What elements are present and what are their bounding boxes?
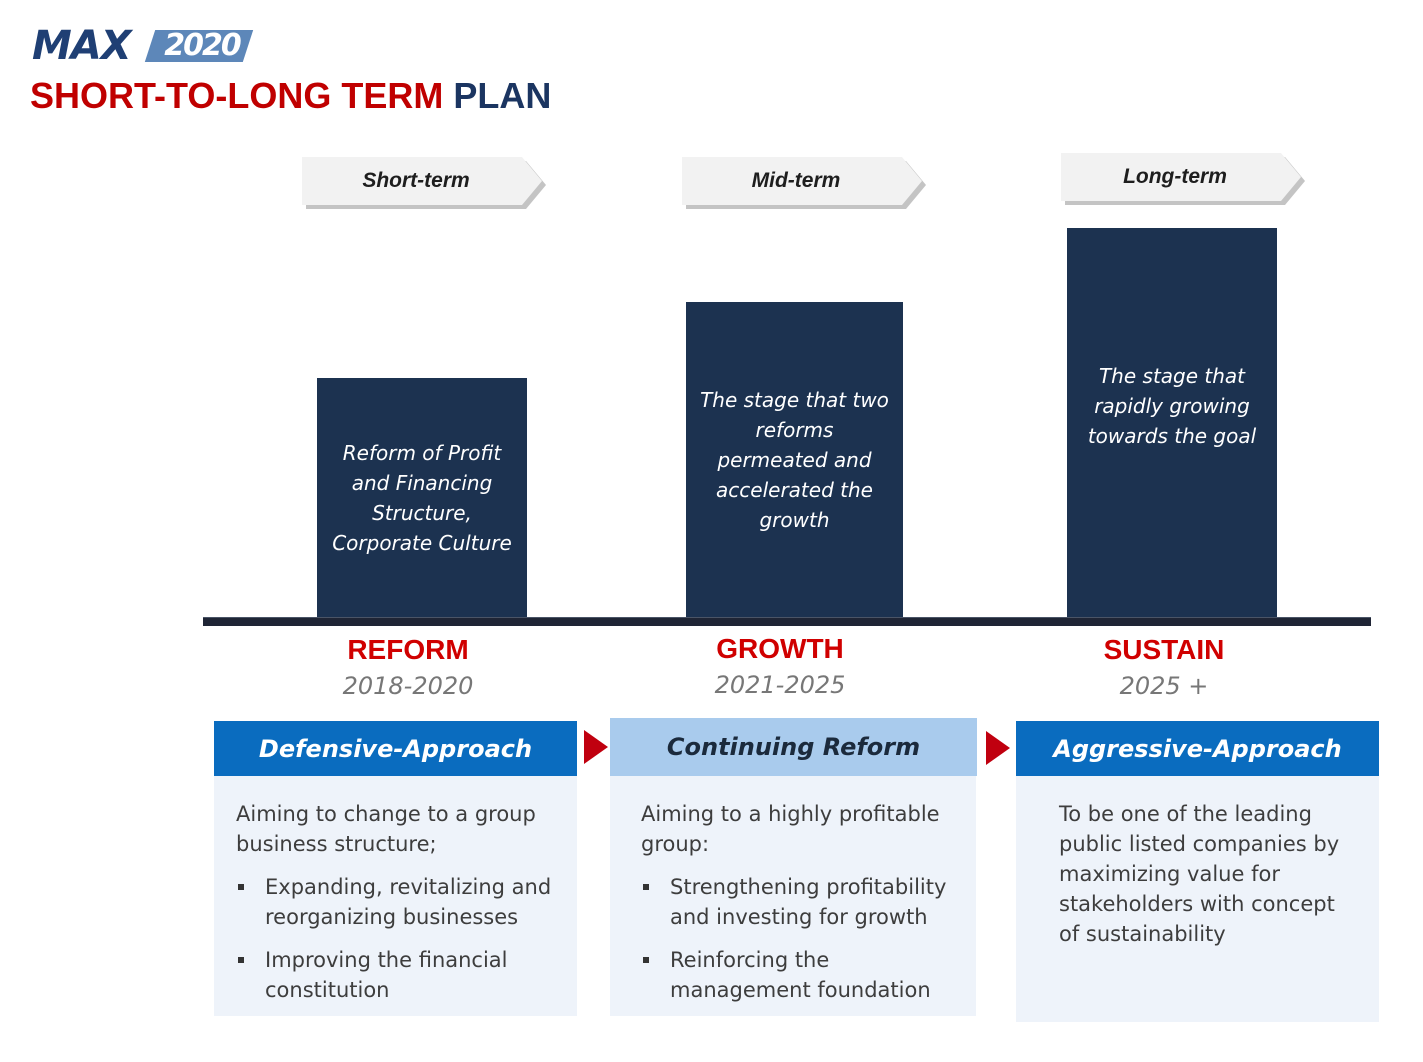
approach-label: Defensive-Approach [258,734,533,763]
bullet-text: Expanding, revitalizing and reorganizing… [265,875,552,929]
list-item: Improving the financial constitution [236,945,559,1005]
approach-label: Aggressive-Approach [1053,734,1342,763]
arrow-tag-icon [682,157,926,209]
approach-label: Continuing Reform [666,733,921,761]
list-item: Strengthening profitability and investin… [641,872,958,932]
term-label-long: Long-term [1123,165,1227,188]
term-label-short: Short-term [362,169,470,192]
bullet-text: Improving the financial constitution [265,948,508,1002]
stage-name: GROWTH [716,633,844,664]
stage-years: 2025 + [1119,672,1209,700]
timeline-baseline [203,617,1371,626]
square-bullet-icon [643,884,649,890]
description-panel-sustain: To be one of the leading public listed c… [1016,776,1379,1022]
arrow-tag-icon [302,157,546,209]
logo-year-text: 2020 [164,28,242,63]
square-bullet-icon [238,884,244,890]
panel-description: Aiming to a highly profitable group: [641,802,940,856]
stage-bar-text: The stage that two reforms permeated and… [700,388,889,532]
panel-description: To be one of the leading public listed c… [1059,802,1340,946]
page-title: SHORT-TO-LONG TERM PLAN [30,74,551,118]
bullet-list: Expanding, revitalizing and reorganizing… [236,872,559,1005]
triangle-pointer-icon [584,730,608,764]
approach-header-aggressive: Aggressive-Approach [1016,721,1379,776]
approach-header-continuing: Continuing Reform [610,718,977,776]
stage-bar-reform: Reform of Profit and Financing Structure… [317,378,527,618]
term-tag-long: Long-term [1061,153,1305,205]
list-item: Expanding, revitalizing and reorganizing… [236,872,559,932]
list-item: Reinforcing the management foundation [641,945,958,1005]
square-bullet-icon [643,957,649,963]
stage-bar-sustain: The stage that rapidly growing towards t… [1067,228,1277,618]
stage-bar-text: Reform of Profit and Financing Structure… [332,441,512,555]
page-title-primary: SHORT-TO-LONG TERM [30,75,444,116]
stage-bar-growth: The stage that two reforms permeated and… [686,302,903,618]
stage-sustain: SUSTAIN 2025 + [999,634,1329,700]
stage-name: SUSTAIN [1103,634,1225,665]
stage-years: 2018-2020 [342,672,474,700]
square-bullet-icon [238,957,244,963]
description-panel-growth: Aiming to a highly profitable group: Str… [610,776,976,1016]
stage-growth: GROWTH 2021-2025 [615,633,945,699]
bullet-list: Strengthening profitability and investin… [641,872,958,1005]
page-title-secondary: PLAN [453,75,552,116]
description-panel-reform: Aiming to change to a group business str… [214,776,577,1016]
stage-reform: REFORM 2018-2020 [243,634,573,700]
panel-description: Aiming to change to a group business str… [236,802,536,856]
term-tag-mid: Mid-term [682,157,926,209]
bullet-text: Reinforcing the management foundation [670,948,931,1002]
approach-header-defensive: Defensive-Approach [214,721,577,776]
stage-years: 2021-2025 [714,671,846,699]
triangle-pointer-icon [986,731,1010,765]
term-label-mid: Mid-term [751,169,841,192]
logo-brand-text: MAX [32,23,132,69]
arrow-tag-icon [1061,153,1305,205]
term-tag-short: Short-term [302,157,546,209]
stage-name: REFORM [347,634,469,665]
stage-bar-text: The stage that rapidly growing towards t… [1087,364,1257,448]
bullet-text: Strengthening profitability and investin… [670,875,947,929]
